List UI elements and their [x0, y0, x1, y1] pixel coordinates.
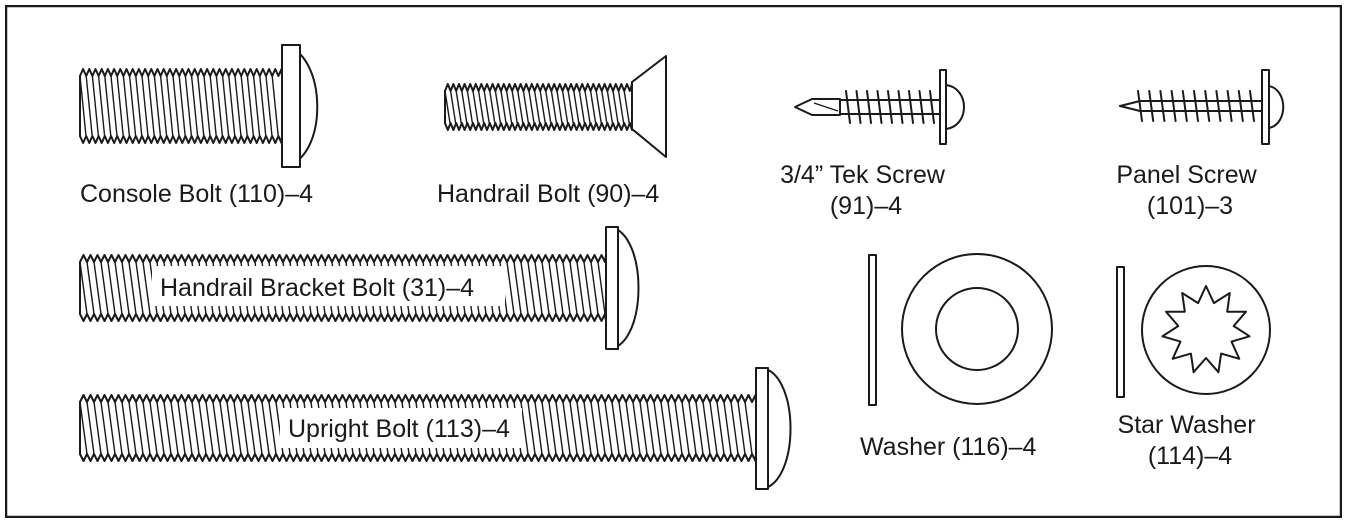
washer-label: Washer (116)–4 — [860, 433, 1037, 461]
console-bolt-label: Console Bolt (110)–4 — [80, 180, 313, 208]
console-bolt-illustration — [79, 44, 319, 168]
star-washer-label: Star Washer (114)–4 — [1118, 411, 1263, 470]
panel-screw-label: Panel Screw (101)–3 — [1116, 161, 1263, 220]
tek-screw-label: 3/4” Tek Screw (91)–4 — [780, 161, 952, 220]
tek-screw-illustration — [794, 69, 965, 145]
panel-screw-illustration — [1119, 69, 1285, 145]
upright-bolt-illustration — [79, 367, 792, 490]
tek-screw-threads — [845, 90, 935, 124]
handrail-bracket-bolt-illustration — [79, 226, 640, 350]
handrail-bolt-threads — [444, 83, 633, 131]
console-bolt-threads — [79, 68, 283, 144]
handrail-bolt-illustration — [444, 55, 667, 158]
upright-bolt-label: Upright Bolt (113)–4 — [288, 415, 510, 443]
handrail-bolt-label: Handrail Bolt (90)–4 — [437, 180, 659, 208]
washer-illustration — [868, 253, 1053, 406]
hardware-identification-card: Console Bolt (110)–4 Handrail Bolt (90)–… — [5, 5, 1342, 518]
panel-screw-threads — [1137, 90, 1255, 122]
card-border — [5, 5, 1342, 518]
star-washer-illustration — [1116, 265, 1271, 398]
handrail-bracket-bolt-label: Handrail Bracket Bolt (31)–4 — [160, 274, 474, 302]
